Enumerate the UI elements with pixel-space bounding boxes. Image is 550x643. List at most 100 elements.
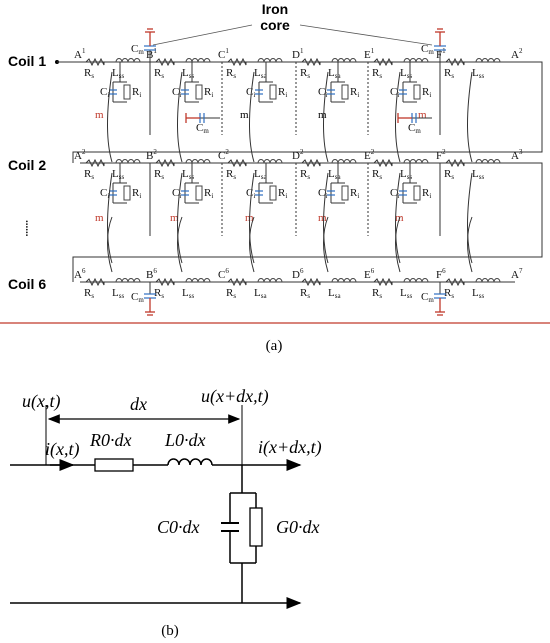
series-inductor: [403, 159, 429, 164]
shunt-resistor-label: Ri: [350, 187, 359, 200]
panel-b-distributed-parameter-model: u(x,t) u(x+dx,t) dx i(x,t) R0·dx L0·dx i…: [10, 386, 322, 639]
iron-core-label-line1: Iron: [262, 1, 288, 17]
coupling-arc: [249, 172, 255, 264]
core-capacitor-f1-label: Cm: [421, 43, 434, 56]
shunt-resistor: [341, 84, 349, 100]
shunt-resistor-label: Ri: [422, 187, 431, 200]
series-inductor-label: Lss: [472, 67, 484, 80]
mutual-inductance-label: m: [318, 109, 327, 121]
node-label-d: D2: [292, 148, 304, 162]
coil-2-label: Coil 2: [8, 157, 46, 173]
coupling-arc: [395, 216, 401, 273]
shunt-capacitor-label: Ci: [390, 187, 399, 200]
series-inductor: [403, 278, 429, 283]
series-inductor-label: Lss: [400, 287, 412, 300]
shunt-capacitor-label: Ci: [172, 86, 181, 99]
series-inductor: [331, 278, 357, 283]
series-inductor: [115, 58, 141, 63]
shunt-capacitor-label: Ci: [172, 187, 181, 200]
shunt-resistor-label: Ri: [278, 187, 287, 200]
series-inductor: [257, 159, 283, 164]
node-label-f: F2: [436, 148, 446, 162]
series-resistor-label: Rs: [154, 287, 164, 300]
series-inductor-label: Lsa: [328, 287, 341, 300]
coupling-arc: [323, 216, 329, 273]
shunt-resistor: [123, 185, 131, 201]
series-inductor: [257, 278, 283, 283]
mutual-inductance-label: m: [95, 212, 104, 224]
shunt-resistor: [269, 84, 277, 100]
series-inductor: [185, 278, 211, 283]
node-label-d: D1: [292, 47, 304, 61]
series-inductor-label: Lss: [472, 287, 484, 300]
conductance-G0: [249, 507, 263, 547]
node-label-b: B2: [146, 148, 157, 162]
series-inductor-label: Lss: [400, 67, 412, 80]
coupling-arc: [395, 71, 401, 163]
series-resistor: [301, 57, 321, 67]
i-left-label: i(x,t): [45, 439, 79, 460]
series-resistor-label: Rs: [444, 287, 454, 300]
coupling-arc: [323, 71, 329, 163]
shunt-capacitor-label: Ci: [100, 187, 109, 200]
series-resistor-label: Rs: [372, 67, 382, 80]
coil-ellipsis: ......: [23, 220, 35, 237]
shunt-resistor-label: Ri: [132, 86, 141, 99]
series-inductor: [331, 58, 357, 63]
u-left-label: u(x,t): [22, 391, 60, 412]
coil-2-to-6-return: [72, 162, 543, 282]
series-resistor-label: Rs: [372, 287, 382, 300]
node-label-c: C6: [218, 267, 229, 281]
series-inductor-label: Lss: [182, 67, 194, 80]
series-resistor-label: Rs: [84, 67, 94, 80]
mutual-inductance-label: m: [418, 109, 427, 121]
iron-core-pointer-left: [152, 24, 253, 46]
series-resistor: [227, 277, 247, 287]
series-inductor: [115, 278, 141, 283]
shunt-resistor-label: Ri: [132, 187, 141, 200]
coupling-arc: [395, 172, 401, 264]
series-resistor: [445, 57, 465, 67]
series-resistor-label: Rs: [300, 287, 310, 300]
mutual-inductance-label: m: [240, 109, 249, 121]
series-resistor-label: Rs: [226, 168, 236, 181]
series-inductor: [115, 159, 141, 164]
series-resistor-label: Rs: [154, 168, 164, 181]
series-resistor: [85, 158, 105, 168]
shunt-resistor: [413, 185, 421, 201]
resistor-label: R0·dx: [89, 430, 131, 450]
capacitance-label: C0·dx: [157, 517, 200, 537]
series-resistor: [155, 158, 175, 168]
series-resistor: [301, 277, 321, 287]
shunt-resistor-label: Ri: [350, 86, 359, 99]
series-inductor-label: Lsa: [254, 287, 267, 300]
series-inductor-label: Lss: [400, 168, 412, 181]
node-label-a-end: A2: [511, 47, 523, 61]
node-label-a-end: A3: [511, 148, 523, 162]
coupling-arc: [177, 71, 183, 163]
shunt-resistor: [269, 185, 277, 201]
series-resistor: [227, 57, 247, 67]
shunt-capacitor-label: Ci: [318, 86, 327, 99]
node-label-b: B1: [146, 47, 157, 61]
node-label-f: F1: [436, 47, 446, 61]
node-label-c: C2: [218, 148, 229, 162]
shunt-capacitor-label: Ci: [100, 86, 109, 99]
series-inductor-label: Lss: [472, 168, 484, 181]
series-resistor-label: Rs: [84, 287, 94, 300]
mutual-inductance-label: m: [95, 109, 104, 121]
shunt-capacitor-label: Ci: [246, 187, 255, 200]
series-inductor-label: Lsa: [328, 168, 341, 181]
coil-6-label: Coil 6: [8, 276, 46, 292]
side-core-capacitor-c1-label: Cm: [196, 122, 209, 135]
shunt-resistor: [413, 84, 421, 100]
panel-a-caption: (a): [266, 338, 283, 354]
series-resistor: [445, 277, 465, 287]
shunt-resistor-label: Ri: [204, 86, 213, 99]
node-label-a-end: A7: [511, 267, 523, 281]
series-resistor-label: Rs: [84, 168, 94, 181]
series-resistor-label: Rs: [300, 168, 310, 181]
series-resistor: [373, 277, 393, 287]
u-right-label: u(x+dx,t): [201, 386, 269, 407]
series-resistor: [155, 57, 175, 67]
